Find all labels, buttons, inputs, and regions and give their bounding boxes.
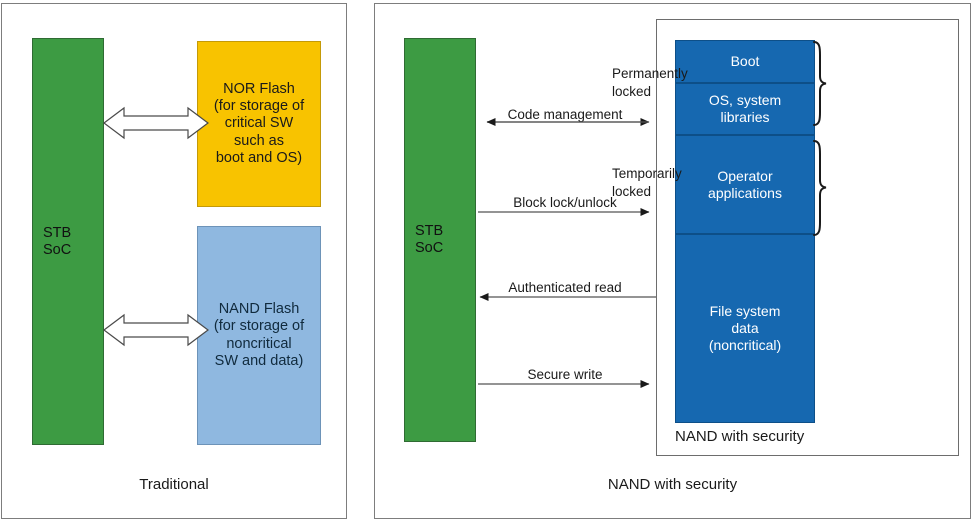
permanently-locked-label: Permanently locked: [612, 66, 688, 99]
segment-operator-applications-label: Operator applications: [708, 167, 782, 201]
segment-file-system-data: File system data (noncritical): [675, 234, 815, 423]
nor-flash-label: NOR Flash (for storage of critical SW su…: [213, 81, 305, 166]
segment-boot: Boot: [675, 40, 815, 83]
nand-flash-label: NAND Flash (for storage of noncritical S…: [213, 301, 305, 369]
right-stb-soc-block: STB SoC: [404, 38, 476, 442]
nor-flash-block: NOR Flash (for storage of critical SW su…: [197, 41, 321, 207]
segment-os-system-libraries-label: OS, system libraries: [708, 92, 782, 125]
nand-security-container: Boot OS, system libraries Operator appli…: [656, 19, 959, 456]
nand-with-security-panel: STB SoC Boot OS, system libraries Operat…: [374, 3, 971, 519]
code-management-label: Code management: [507, 107, 623, 122]
left-stb-soc-label: STB SoC: [43, 224, 72, 258]
traditional-panel: STB SoC NOR Flash (for storage of critic…: [1, 3, 347, 519]
nand-with-security-caption: NAND with security: [607, 476, 738, 493]
secure-write-label: Secure write: [527, 367, 603, 382]
left-stb-soc-block: STB SoC: [32, 38, 104, 445]
segment-boot-label: Boot: [730, 53, 760, 70]
segment-operator-applications: Operator applications: [675, 135, 815, 234]
authenticated-read-label: Authenticated read: [508, 280, 622, 295]
nand-flash-block: NAND Flash (for storage of noncritical S…: [197, 226, 321, 445]
right-stb-soc-label: STB SoC: [415, 222, 444, 256]
temporarily-locked-label: Temporarily locked: [612, 166, 682, 199]
nand-container-label: NAND with security: [675, 428, 805, 445]
segment-file-system-data-label: File system data (noncritical): [708, 303, 782, 353]
traditional-caption: Traditional: [139, 476, 209, 493]
segment-os-system-libraries: OS, system libraries: [675, 83, 815, 135]
block-lock-unlock-label: Block lock/unlock: [513, 195, 617, 210]
